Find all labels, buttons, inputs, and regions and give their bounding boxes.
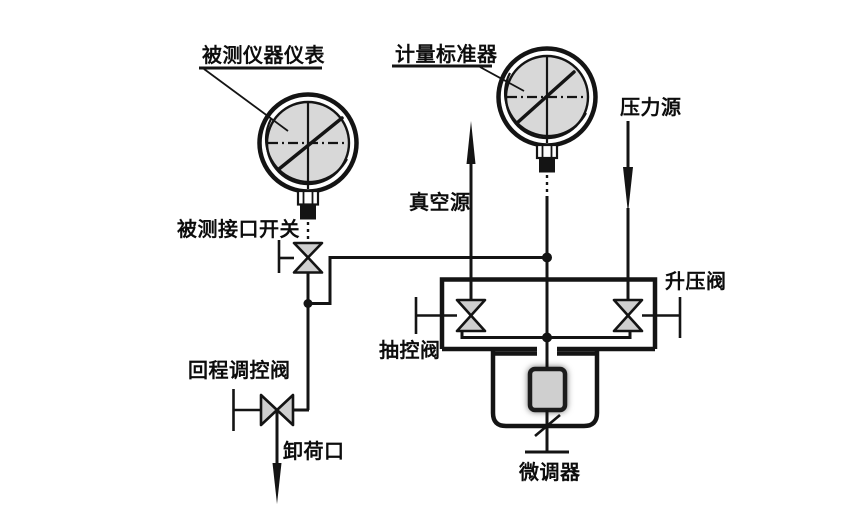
vacuum-up-arrow-icon [466,121,476,164]
gauge-standard-fitting-nut [535,143,559,160]
suction-valve-top-triangle [455,298,487,317]
return-valve-right-triangle [275,393,295,427]
gauge-under-test [257,92,359,242]
test-port-switch-label: 被测接口开关 [177,217,300,241]
return-valve-left-triangle [259,393,279,427]
device-under-test-label: 被测仪器仪表 [202,43,325,67]
pressure-source-branch [623,121,633,301]
fine-adjuster-slash-mark [534,414,561,437]
unload-port-label: 卸荷口 [283,439,345,463]
fine-adjuster-label: 微调器 [518,460,581,484]
boost-valve-bottom-triangle [612,314,644,333]
device-under-test-leader-line [203,68,289,132]
fine-adjuster-piston [527,366,568,413]
vacuum-source-branch [466,121,476,301]
label-callouts [199,64,525,132]
gauge-under-test-needle [277,116,344,171]
gauge-standard-scale-arc [503,72,587,137]
measurement-standard-label: 计量标准器 [395,42,498,66]
boost-valve-label: 升压阀 [665,269,727,293]
suction-control-valve-label: 抽控阀 [379,338,441,362]
gauge-under-test-scale-arc [264,118,348,183]
boost-valve [612,297,682,338]
junction-dot-main [542,252,552,263]
junction-dot-left [303,299,313,308]
fine-adjuster [525,366,569,454]
test-port-valve-top-triangle [292,241,324,259]
vacuum-source-label: 真空源 [409,190,471,214]
boost-valve-top-triangle [612,298,644,317]
gauge-standard-needle [515,70,576,125]
gauge-under-test-fitting-block [300,204,316,220]
main-connection-pipe [308,256,547,305]
suction-valve-bottom-triangle [455,314,487,333]
unload-down-arrow-icon [272,463,282,504]
measurement-standard-leader-line [479,66,525,92]
junction-dot-manifold [542,332,552,343]
suction-control-valve [414,297,487,334]
test-port-valve-bottom-triangle [292,256,324,274]
gauge-under-test-fitting-nut [296,189,320,206]
test-port-switch-valve [277,240,324,274]
return-control-valve [232,389,309,504]
pressure-down-arrow-icon [623,167,633,213]
gauge-standard-fitting-block [539,158,555,173]
pressure-source-label: 压力源 [620,95,682,119]
gauge-measurement-standard [496,46,598,258]
return-control-valve-label: 回程调控阀 [188,358,291,382]
